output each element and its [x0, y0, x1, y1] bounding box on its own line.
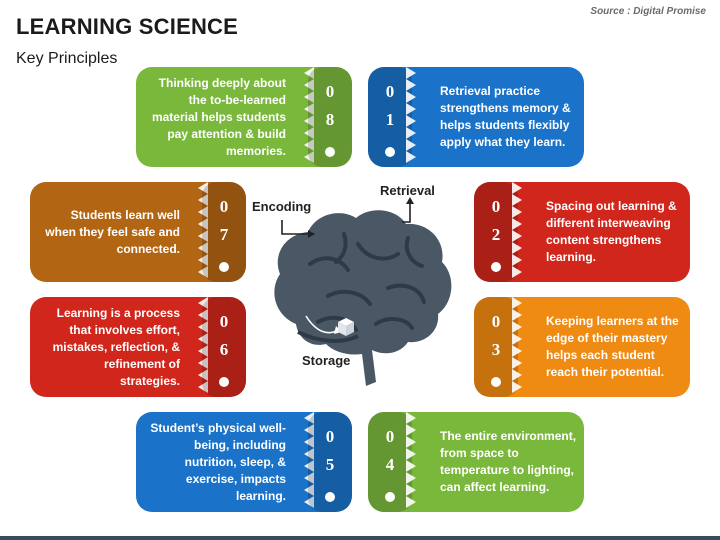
principle-number-digit: 1 [385, 110, 395, 129]
principle-number-digit: 0 [325, 82, 335, 101]
key-hole-dot [385, 147, 395, 157]
principle-number-digit: 3 [491, 340, 501, 359]
principle-number-digit: 2 [491, 225, 501, 244]
principle-text: Keeping learners at the edge of their ma… [546, 314, 679, 379]
key-teeth-edge [304, 412, 314, 512]
storage-label: Storage [302, 353, 351, 368]
key-teeth-edge [198, 182, 208, 282]
principle-text: The entire environment, from space to te… [440, 429, 577, 494]
principle-card-07: Students learn well when they feel safe … [30, 182, 246, 282]
encoding-arrow-icon [281, 220, 315, 238]
key-hole-dot [219, 262, 229, 272]
key-hole-dot [219, 377, 229, 387]
principle-card-05: Student’s physical well-being, including… [136, 412, 352, 512]
principle-number-digit: 0 [219, 197, 229, 216]
key-teeth-edge [512, 182, 522, 282]
principle-number-digit: 0 [491, 197, 501, 216]
brain-icon [274, 210, 452, 386]
retrieval-arrow-icon [402, 197, 414, 223]
key-hole-dot [325, 147, 335, 157]
box-icon [338, 318, 354, 336]
principle-number-digit: 0 [325, 427, 335, 446]
principle-number-digit: 8 [325, 110, 335, 129]
page-subtitle: Key Principles [16, 50, 118, 67]
principle-number-digit: 0 [385, 82, 395, 101]
principle-number-digit: 7 [219, 225, 229, 244]
encoding-label: Encoding [252, 199, 312, 214]
principle-number-digit: 4 [385, 455, 395, 474]
key-teeth-edge [512, 297, 522, 397]
page-title: LEARNING SCIENCE [16, 14, 238, 39]
key-teeth-edge [406, 67, 416, 167]
key-teeth-edge [198, 297, 208, 397]
key-teeth-edge [304, 67, 314, 167]
principle-text: Learning is a process that involves effo… [52, 305, 180, 388]
principle-number-digit: 0 [385, 427, 395, 446]
key-hole-dot [491, 377, 501, 387]
key-hole-dot [491, 262, 501, 272]
key-teeth-edge [406, 412, 416, 512]
principle-text: Students learn well when they feel safe … [45, 207, 180, 256]
principle-number-digit: 5 [325, 455, 335, 474]
source-note: Source : Digital Promise [590, 6, 706, 17]
principle-number-digit: 0 [491, 312, 501, 331]
principle-text: Spacing out learning & different interwe… [546, 199, 677, 264]
principle-number-digit: 6 [219, 340, 229, 359]
principle-text: Retrieval practice strengthens memory & … [440, 84, 571, 149]
principle-text: Student’s physical well-being, including… [150, 420, 286, 503]
principle-card-06: Learning is a process that involves effo… [30, 297, 246, 397]
key-hole-dot [385, 492, 395, 502]
retrieval-label: Retrieval [380, 183, 435, 198]
principle-text: Thinking deeply about the to-be-learned … [151, 75, 286, 158]
principle-card-08: Thinking deeply about the to-be-learned … [136, 67, 352, 167]
footer-bar [0, 536, 720, 540]
key-hole-dot [325, 492, 335, 502]
principle-number-digit: 0 [219, 312, 229, 331]
